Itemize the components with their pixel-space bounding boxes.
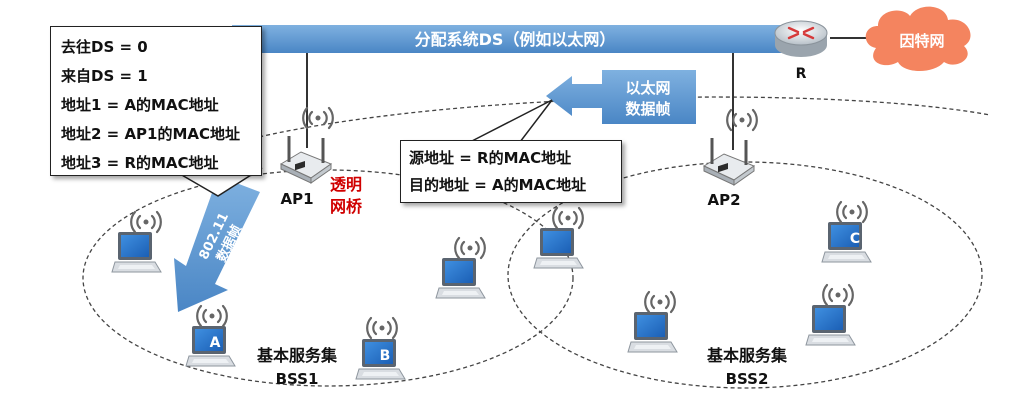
signal-icon (644, 290, 676, 314)
station-b-label: B (380, 348, 391, 364)
ethernet-frame-line1: 以太网 (625, 79, 670, 97)
internet-cloud-icon: 因特网 (865, 6, 971, 71)
signal-icon (366, 316, 398, 340)
address1-line: 地址1 = A的MAC地址 (61, 96, 219, 114)
bss2-id: BSS2 (726, 370, 769, 388)
signal-icon (130, 210, 162, 234)
station-a-label: A (210, 335, 221, 351)
signal-icon (836, 200, 868, 224)
laptop-icon (821, 221, 872, 263)
from-ds-line: 来自DS = 1 (61, 67, 148, 85)
signal-icon (454, 236, 486, 260)
signal-icon (552, 206, 584, 230)
ap2-access-point-icon (702, 136, 756, 187)
laptop-icon (111, 231, 162, 273)
ds-bar-label: 分配系统DS（例如以太网） (415, 30, 616, 49)
wifi-frame-arrow: 802.11 数据帧 (174, 176, 260, 312)
address3-line: 地址3 = R的MAC地址 (61, 154, 219, 172)
ethernet-frame-line2: 数据帧 (625, 100, 670, 118)
destination-address-line: 目的地址 = A的MAC地址 (409, 176, 587, 194)
laptop-icon (627, 311, 678, 353)
laptop-icon (805, 304, 856, 346)
station-c: C (821, 200, 872, 263)
laptop-icon (435, 257, 486, 299)
bss1-id: BSS1 (276, 370, 319, 388)
ap2-label: AP2 (707, 191, 740, 209)
ap1-label: AP1 (280, 190, 313, 208)
signal-icon (196, 304, 228, 328)
router-icon (774, 20, 828, 57)
ap1-bridge-line1: 透明 (330, 175, 362, 194)
to-ds-line: 去往DS = 0 (61, 38, 148, 56)
laptop-icon (533, 227, 584, 269)
internet-label: 因特网 (899, 32, 944, 50)
ap1-bridge-line2: 网桥 (330, 197, 363, 216)
bss1-title: 基本服务集 (256, 346, 338, 365)
station-a: A (185, 304, 236, 367)
bss2-title: 基本服务集 (706, 346, 788, 365)
ds-bar: 分配系统DS（例如以太网） (232, 25, 800, 53)
address2-line: 地址2 = AP1的MAC地址 (61, 125, 241, 143)
frame-address-callout: 去往DS = 0 来自DS = 1 地址1 = A的MAC地址 地址2 = AP… (50, 26, 262, 176)
station-b: B (355, 316, 406, 380)
ethernet-frame-arrow: 以太网 数据帧 (546, 70, 696, 124)
ap2-signal-icon (726, 108, 758, 132)
station-c-label: C (850, 231, 860, 247)
router-label: R (796, 66, 807, 82)
source-address-line: 源地址 = R的MAC地址 (409, 149, 572, 167)
signal-icon (822, 283, 854, 307)
ethernet-address-callout: 源地址 = R的MAC地址 目的地址 = A的MAC地址 (400, 140, 622, 203)
